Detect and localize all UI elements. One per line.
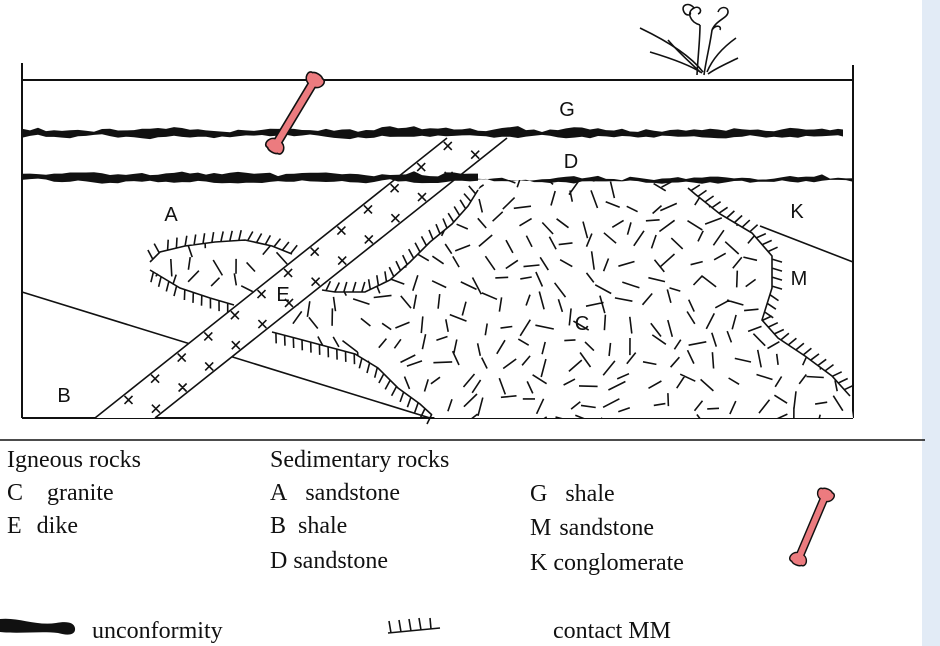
legend-name: shale (298, 513, 348, 539)
label-d: D (564, 151, 578, 173)
igneous-heading: Igneous rocks (7, 447, 141, 473)
contact-hatch-line (147, 230, 298, 263)
contact-hatch-line (687, 184, 855, 397)
label-b: B (57, 385, 70, 407)
legend-code: C (7, 480, 24, 506)
legend-code: A (270, 480, 288, 506)
legend-name: dike (36, 513, 78, 539)
unconformity-d-base-right (470, 174, 853, 184)
label-g: G (559, 99, 575, 121)
unconformity-d-base (22, 171, 478, 184)
label-c: C (575, 313, 589, 335)
unconformity-legend-label: unconformity (92, 618, 223, 644)
bone-fossil-icon (264, 71, 326, 155)
label-a: A (164, 204, 178, 226)
unconformity-symbol-icon (0, 618, 76, 635)
legend-name: sandstone (305, 480, 400, 506)
label-e: E (276, 284, 289, 306)
conglomerate-k-contact-line (759, 225, 854, 263)
legend-name: sandstone (559, 515, 654, 541)
legend-code: B (270, 513, 287, 539)
legend-name: conglomerate (553, 550, 684, 576)
unconformity-g-d (22, 126, 843, 140)
legend-name: sandstone (293, 548, 388, 574)
contact-hatch-line (149, 269, 235, 314)
contact-hatch-icon (387, 617, 441, 634)
legend-code: M (530, 515, 552, 541)
dike-x-marks (123, 141, 480, 414)
legend-code: E (7, 513, 22, 539)
page-edge-strip (922, 0, 940, 646)
contact-metamorphism-hatches (147, 184, 855, 425)
legend-code: G (530, 481, 548, 507)
contact-legend-label: contact MM (553, 618, 671, 644)
legend-name: shale (565, 481, 615, 507)
granite-c-body (145, 180, 853, 418)
legend-bone-fossil-icon (789, 487, 835, 567)
legend-name: granite (47, 480, 114, 506)
label-m: M (791, 268, 808, 290)
dike-left-edge (94, 137, 448, 419)
contact-hatch-line (321, 185, 479, 293)
label-k: K (790, 201, 804, 223)
dike-right-edge (154, 137, 508, 419)
contact-hatch-line (271, 331, 433, 425)
dike-e-body (95, 138, 507, 418)
sedimentary-heading: Sedimentary rocks (270, 447, 450, 473)
plant-sketch-icon (639, 3, 739, 76)
legend-code: D (270, 548, 288, 574)
legend-code: K (530, 550, 548, 576)
